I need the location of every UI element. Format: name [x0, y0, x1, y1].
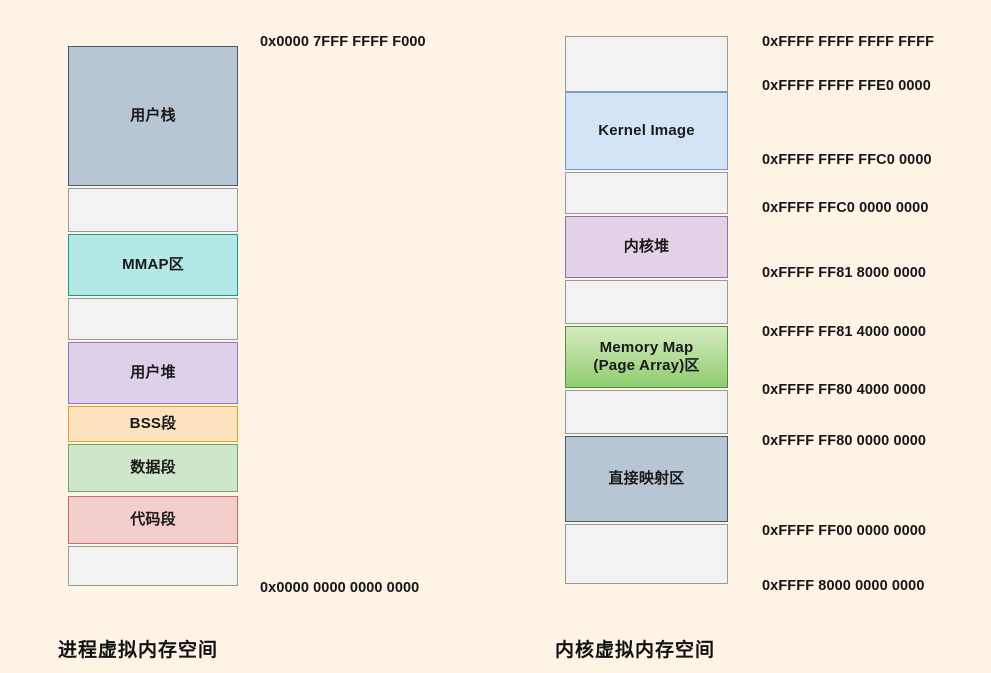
kernel-gap-1	[565, 36, 728, 92]
memory-block-direct-mapping[interactable]: 直接映射区	[565, 436, 728, 522]
process-memory-column: 用户栈 MMAP区 用户堆 BSS段 数据段 代码段	[68, 46, 238, 588]
address-label-kernel-1: 0xFFFF FFFF FFE0 0000	[762, 78, 931, 94]
memory-block-kernel-image[interactable]: Kernel Image	[565, 92, 728, 170]
kernel-gap-5	[565, 524, 728, 584]
memory-block-kernel-heap[interactable]: 内核堆	[565, 216, 728, 278]
address-label-kernel-3: 0xFFFF FFC0 0000 0000	[762, 200, 929, 216]
kernel-gap-4	[565, 390, 728, 434]
memory-block-mmap[interactable]: MMAP区	[68, 234, 238, 296]
memory-block-bss[interactable]: BSS段	[68, 406, 238, 442]
address-label-process-bottom: 0x0000 0000 0000 0000	[260, 580, 420, 596]
kernel-gap-2	[565, 172, 728, 214]
kernel-memory-column: Kernel Image 内核堆 Memory Map (Page Array)…	[565, 36, 728, 584]
address-label-kernel-5: 0xFFFF FF81 4000 0000	[762, 324, 927, 340]
memory-gap-3	[68, 546, 238, 586]
memory-block-data[interactable]: 数据段	[68, 444, 238, 492]
address-label-kernel-0: 0xFFFF FFFF FFFF FFFF	[762, 34, 935, 50]
memory-block-memory-map[interactable]: Memory Map (Page Array)区	[565, 326, 728, 388]
address-label-kernel-4: 0xFFFF FF81 8000 0000	[762, 265, 927, 281]
address-label-kernel-9: 0xFFFF 8000 0000 0000	[762, 578, 925, 594]
memory-block-text[interactable]: 代码段	[68, 496, 238, 544]
memory-block-user-heap[interactable]: 用户堆	[68, 342, 238, 404]
address-label-kernel-8: 0xFFFF FF00 0000 0000	[762, 523, 927, 539]
address-label-process-top: 0x0000 7FFF FFFF F000	[260, 34, 426, 50]
caption-process-space: 进程虚拟内存空间	[58, 640, 219, 661]
kernel-gap-3	[565, 280, 728, 324]
address-label-kernel-6: 0xFFFF FF80 4000 0000	[762, 382, 927, 398]
memory-block-user-stack[interactable]: 用户栈	[68, 46, 238, 186]
caption-kernel-space: 内核虚拟内存空间	[555, 640, 716, 661]
address-label-kernel-2: 0xFFFF FFFF FFC0 0000	[762, 152, 932, 168]
memory-gap-2	[68, 298, 238, 340]
memory-gap-1	[68, 188, 238, 232]
address-label-kernel-7: 0xFFFF FF80 0000 0000	[762, 433, 927, 449]
